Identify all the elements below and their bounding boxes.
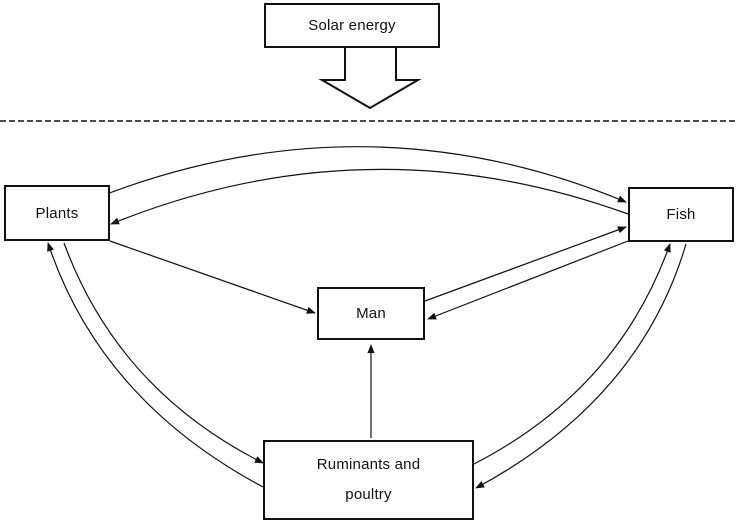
edge-man-to-fish [424, 226, 627, 302]
node-man-label: Man [356, 305, 386, 322]
edge-plants-to-ruminants [63, 242, 264, 464]
node-ruminants-label-line1: Ruminants and [316, 456, 421, 473]
edge-plants-to-man [109, 240, 316, 314]
node-plants-label: Plants [35, 204, 79, 222]
node-man: Man [317, 287, 425, 340]
edge-fish-to-plants [110, 168, 629, 225]
node-solar-energy-label: Solar energy [308, 17, 396, 34]
node-fish: Fish [628, 187, 734, 242]
node-ruminants-label-line2: poultry [345, 486, 392, 503]
edge-fish-to-ruminants [475, 243, 687, 489]
node-fish-label: Fish [666, 206, 696, 223]
edge-ruminants-to-plants [47, 242, 264, 488]
solar-input-arrow [318, 48, 422, 110]
node-ruminants-text: Ruminants and poultry [317, 450, 421, 510]
node-solar-energy: Solar energy [264, 3, 440, 48]
node-ruminants-and-poultry: Ruminants and poultry [263, 440, 474, 520]
edge-plants-to-fish [103, 146, 627, 203]
node-plants: Plants [4, 185, 110, 241]
edge-fish-to-man [427, 240, 629, 320]
edge-ruminants-to-fish [473, 243, 671, 465]
